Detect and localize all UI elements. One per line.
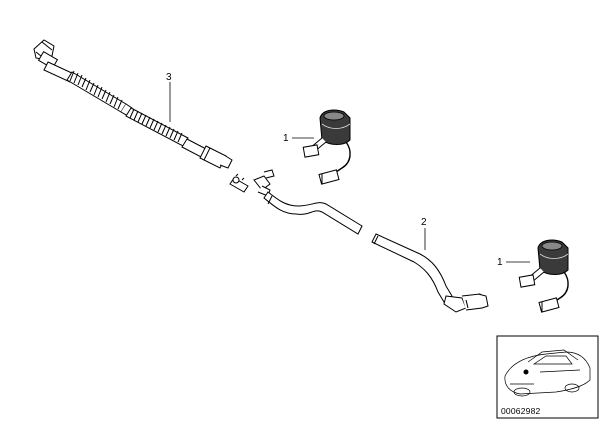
callout-2: 2 (421, 217, 427, 250)
corrugated-section-b (125, 107, 189, 147)
part-1-lower-nozzle (518, 239, 569, 313)
pipe-elbow-end (443, 293, 489, 313)
location-marker-icon (523, 369, 529, 375)
diagram-code: 00062982 (501, 406, 541, 416)
callout-3-label: 3 (166, 72, 172, 83)
pipe-connector (229, 173, 249, 193)
corrugated-section-a (66, 70, 127, 113)
callout-1-lower-label: 1 (497, 257, 503, 268)
callout-1-upper-label: 1 (283, 133, 289, 144)
callout-1-lower: 1 (497, 257, 530, 268)
callout-1-upper: 1 (283, 133, 314, 144)
car-outline-icon (504, 349, 591, 397)
part-2-washer-pipe (229, 169, 489, 313)
pipe-t-piece (253, 169, 275, 197)
hose-end-fitting (199, 145, 233, 169)
callout-2-label: 2 (421, 217, 427, 228)
callout-3: 3 (166, 72, 172, 122)
part-1-upper-nozzle (302, 109, 351, 185)
part-3-corrugated-hose (33, 39, 233, 169)
vehicle-thumbnail (496, 335, 599, 419)
hose-elbow-connector (33, 39, 59, 70)
